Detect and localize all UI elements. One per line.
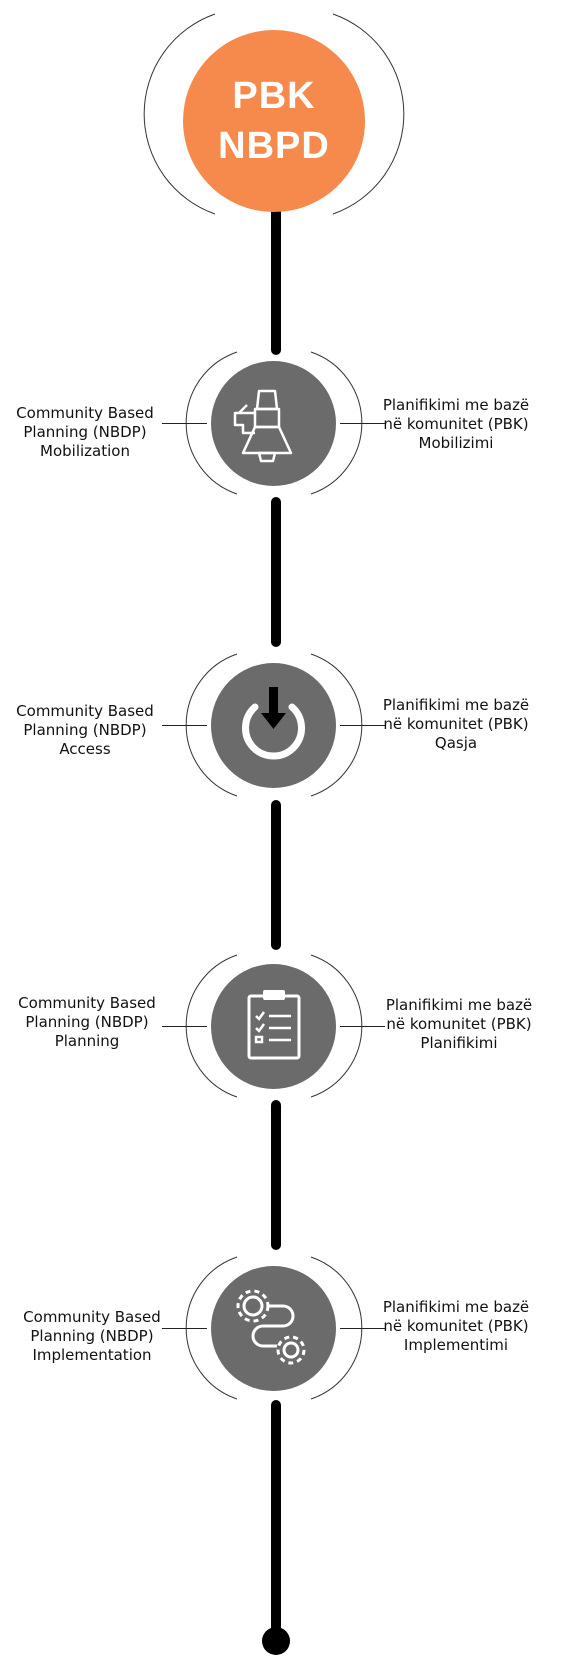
- left-connector: [162, 1328, 207, 1329]
- right-connector: [340, 423, 385, 424]
- left-connector: [162, 725, 207, 726]
- left-connector: [162, 1026, 207, 1027]
- step-label-sq: Planifikimi me bazë në komunitet (PBK) I…: [382, 1298, 530, 1354]
- step-label-en: Community Based Planning (NBDP) Implemen…: [23, 1308, 161, 1364]
- clipboard-checklist-icon: [247, 990, 301, 1060]
- step-node-access: [211, 663, 336, 788]
- step-node-mobilization: [211, 361, 336, 486]
- power-download-icon: [242, 687, 305, 760]
- timeline-segment: [271, 800, 281, 950]
- timeline-end-dot: [262, 1627, 290, 1655]
- timeline-segment: [271, 1400, 281, 1635]
- step-label-en: Community Based Planning (NBDP) Planning: [18, 994, 156, 1050]
- megaphone-icon: [233, 389, 293, 463]
- timeline-segment: [271, 205, 281, 355]
- right-connector: [340, 725, 385, 726]
- hero-title-line1: PBK: [232, 75, 316, 117]
- timeline-segment: [271, 1100, 281, 1250]
- hero-ring: [143, 13, 405, 215]
- step-node-planning: [211, 964, 336, 1089]
- right-connector: [340, 1026, 385, 1027]
- left-connector: [162, 423, 207, 424]
- hero-title-line2: NBPD: [218, 125, 330, 167]
- step-label-sq: Planifikimi me bazë në komunitet (PBK) M…: [382, 396, 530, 452]
- right-connector: [340, 1328, 385, 1329]
- timeline-segment: [271, 497, 281, 647]
- step-label-sq: Planifikimi me bazë në komunitet (PBK) P…: [385, 996, 533, 1052]
- gears-process-icon: [236, 1289, 306, 1365]
- step-label-en: Community Based Planning (NBDP) Access: [16, 702, 154, 758]
- step-label-sq: Planifikimi me bazë në komunitet (PBK) Q…: [382, 696, 530, 752]
- step-label-en: Community Based Planning (NBDP) Mobiliza…: [16, 404, 154, 460]
- hero-badge: PBK NBPD: [183, 30, 365, 212]
- step-node-implementation: [211, 1266, 336, 1391]
